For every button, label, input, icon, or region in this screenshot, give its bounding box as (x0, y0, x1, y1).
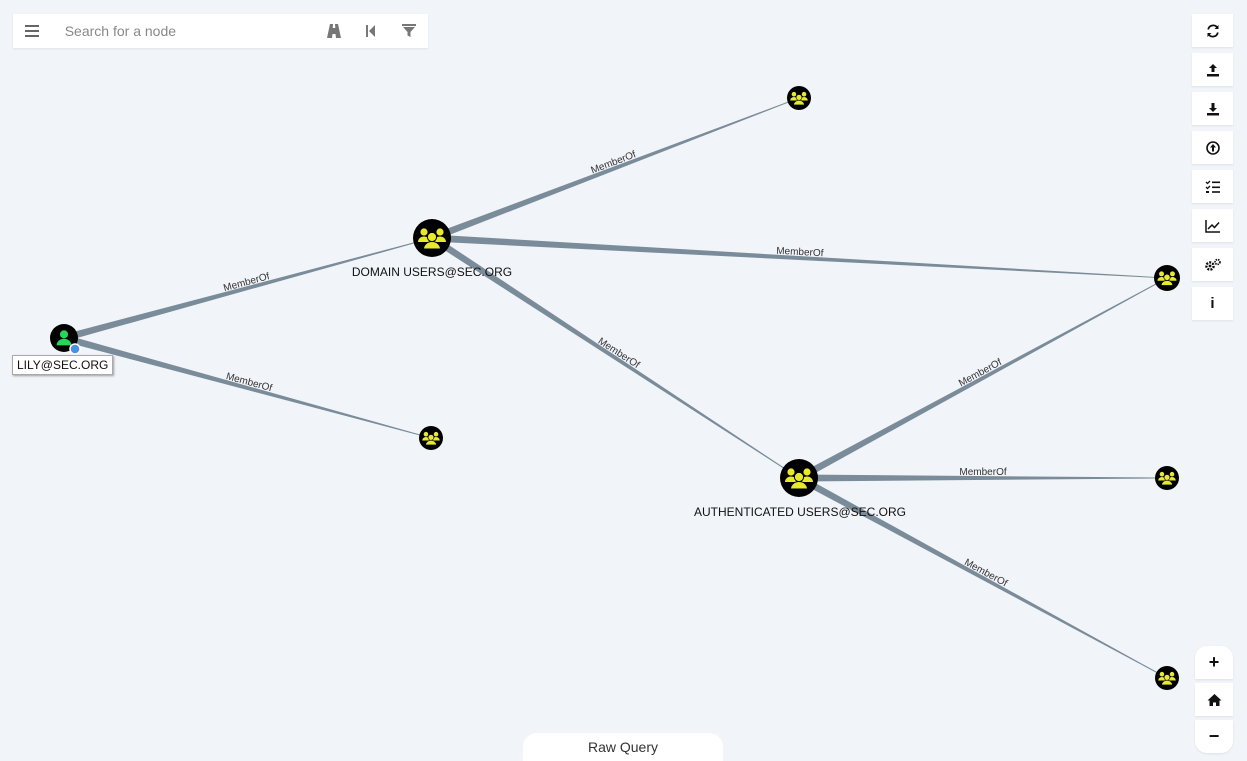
settings-icon (1204, 258, 1221, 271)
back-button[interactable] (353, 14, 391, 48)
info-button[interactable]: i (1192, 287, 1233, 320)
node-label-domain-users: DOMAIN USERS@SEC.ORG (352, 265, 512, 279)
hamburger-menu-button[interactable] (13, 14, 51, 48)
edge-label: MemberOf (222, 271, 271, 294)
node-g-bottom[interactable] (1155, 666, 1179, 690)
group-icon (418, 228, 446, 250)
import-button[interactable] (1192, 131, 1233, 164)
download-button[interactable] (1192, 92, 1233, 125)
group-icon (422, 431, 440, 446)
group-icon (790, 91, 808, 106)
node-label-authenticated-users: AUTHENTICATED USERS@SEC.ORG (694, 505, 906, 519)
chart-icon (1204, 219, 1220, 233)
plus-icon: + (1208, 652, 1220, 672)
home-icon (1207, 693, 1221, 706)
pathfinding-button[interactable] (315, 14, 353, 48)
settings-button[interactable] (1192, 248, 1233, 281)
group-icon (1158, 471, 1176, 486)
road-icon (326, 24, 341, 38)
step-backward-icon (366, 25, 376, 37)
group-icon (1157, 271, 1177, 286)
zoom-home-button[interactable] (1195, 683, 1233, 716)
edge-label: MemberOf (225, 371, 274, 394)
tasks-icon (1205, 180, 1220, 193)
filter-button[interactable] (390, 14, 428, 48)
group-icon (1158, 671, 1176, 686)
hamburger-icon (24, 25, 39, 37)
edge-label: MemberOf (776, 246, 824, 260)
search-input[interactable] (62, 15, 315, 47)
upload-button[interactable] (1192, 53, 1233, 86)
edge-auth_users-g_right[interactable] (797, 277, 1168, 482)
edges-layer (63, 97, 1168, 679)
edge-lily-domain_users[interactable] (63, 237, 433, 342)
import-icon (1205, 140, 1220, 155)
tasks-button[interactable] (1192, 170, 1233, 203)
analysis-button[interactable] (1192, 209, 1233, 242)
edge-auth_users-g_bottom[interactable] (797, 474, 1168, 679)
edge-domain_users-g_top[interactable] (430, 97, 800, 242)
edge-lily-g_mid[interactable] (63, 334, 432, 439)
node-g-top[interactable] (787, 86, 811, 110)
info-icon: i (1210, 295, 1215, 312)
node-g-mid[interactable] (419, 426, 443, 450)
refresh-icon (1206, 24, 1219, 37)
node-lily[interactable] (50, 324, 81, 355)
owned-badge-icon (69, 343, 81, 355)
edge-label: MemberOf (962, 557, 1009, 589)
group-icon (785, 468, 813, 490)
edge-label: MemberOf (959, 467, 1006, 478)
node-g-right[interactable] (1154, 265, 1180, 291)
zoom-in-button[interactable]: + (1195, 646, 1233, 679)
nodes-layer (50, 86, 1180, 690)
node-domain-users[interactable] (413, 219, 451, 257)
node-g-right2[interactable] (1155, 466, 1179, 490)
filter-icon (402, 24, 417, 37)
upload-icon (1206, 63, 1219, 76)
search-bar (13, 14, 428, 48)
edge-auth_users-g_right2[interactable] (799, 474, 1167, 482)
user-icon (56, 330, 72, 346)
download-icon (1206, 102, 1219, 115)
edge-domain_users-g_right[interactable] (431, 234, 1168, 279)
edge-labels-layer: MemberOfMemberOfMemberOfMemberOfMemberOf… (222, 149, 1009, 589)
minus-icon: − (1208, 726, 1220, 746)
node-label-lily: LILY@SEC.ORG (12, 355, 114, 375)
node-auth-users[interactable] (780, 459, 818, 497)
edge-label: MemberOf (957, 357, 1004, 389)
zoom-out-button[interactable]: − (1195, 720, 1233, 753)
edge-domain_users-auth_users[interactable] (430, 235, 800, 479)
raw-query-toggle[interactable]: Raw Query (523, 733, 723, 761)
refresh-button[interactable] (1192, 14, 1233, 47)
edge-label: MemberOf (596, 336, 642, 371)
